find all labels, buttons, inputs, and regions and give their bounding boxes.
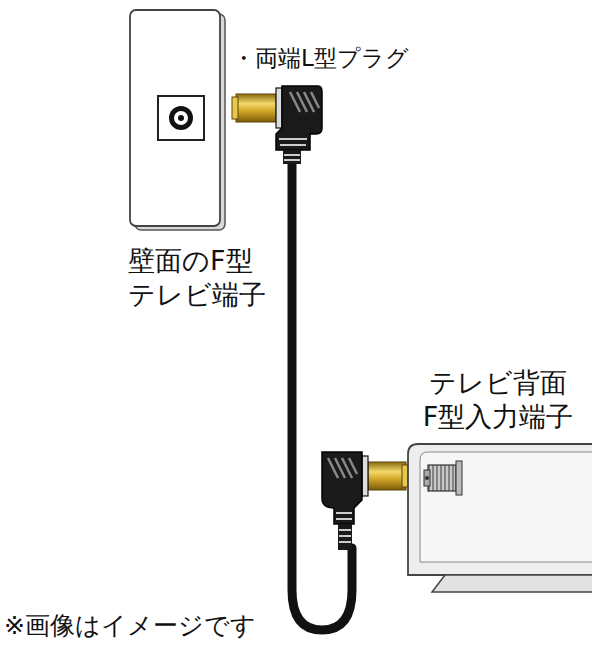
label-text: ・両端L型プラグ (232, 44, 592, 73)
wall-plate (130, 10, 225, 230)
label-text: テレビ背面 F型入力端子 (410, 366, 586, 434)
tv-back (408, 444, 592, 592)
upper-l-plug (232, 86, 322, 164)
label-text: 壁面のF型 テレビ端子 (128, 244, 278, 312)
lower-l-plug (322, 452, 408, 550)
coaxial-cable (292, 150, 352, 630)
label-text: ※画像はイメージです (4, 610, 584, 641)
